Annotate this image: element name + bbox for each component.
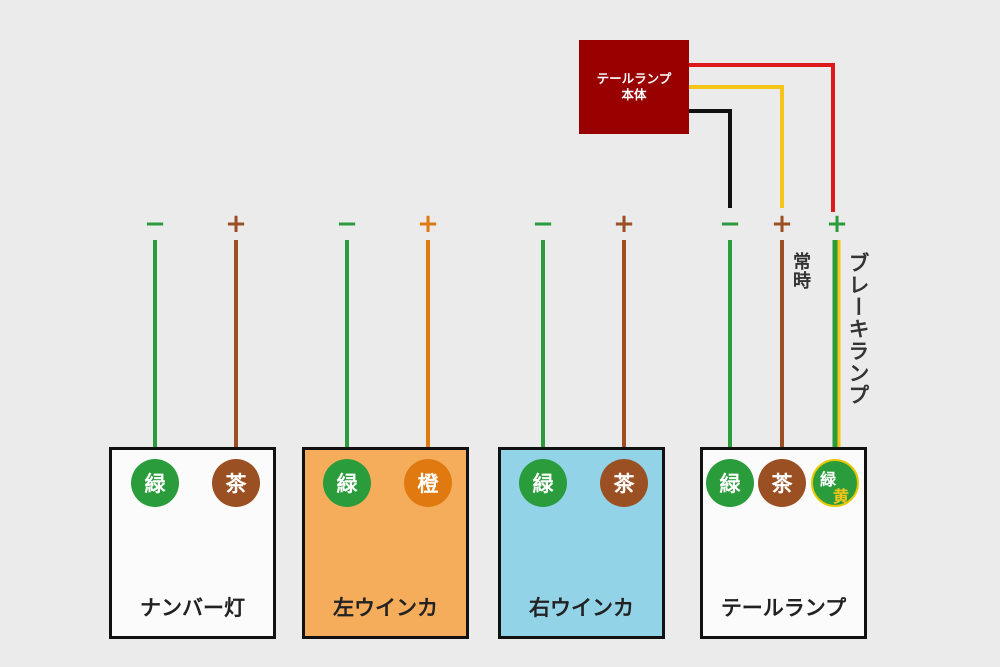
wire-body-yellow bbox=[689, 85, 784, 208]
plus-sign: + bbox=[613, 209, 635, 239]
terminal-dot: 緑 bbox=[519, 459, 567, 507]
minus-sign: − bbox=[719, 209, 741, 239]
minus-sign: − bbox=[532, 209, 554, 239]
terminal-dot: 緑 bbox=[706, 459, 754, 507]
terminal-text-green: 緑 bbox=[820, 470, 837, 489]
constant-label: 常時 bbox=[790, 252, 811, 290]
unit-label: ナンバー灯 bbox=[140, 596, 245, 620]
unit-label: 左ウインカ bbox=[333, 596, 438, 620]
terminal-dot: 橙 bbox=[404, 459, 452, 507]
minus-sign: − bbox=[144, 209, 166, 239]
unit-label: テールランプ bbox=[720, 596, 847, 620]
tail-lamp-body: テールランプ 本体 bbox=[579, 40, 689, 134]
plus-sign: + bbox=[771, 209, 793, 239]
unit-label: 右ウインカ bbox=[529, 596, 634, 620]
plus-sign: + bbox=[225, 209, 247, 239]
terminal-dot-brake: 緑 黄 bbox=[811, 459, 859, 507]
terminal-dot: 茶 bbox=[600, 459, 648, 507]
wire-body-black bbox=[689, 109, 732, 208]
terminal-dot: 緑 bbox=[323, 459, 371, 507]
terminal-dot: 茶 bbox=[758, 459, 806, 507]
wire-body-red bbox=[689, 63, 835, 212]
plus-sign: + bbox=[826, 209, 848, 239]
terminal-text-yellow: 黄 bbox=[833, 487, 850, 506]
plus-sign: + bbox=[417, 209, 439, 239]
tail-lamp-body-line1: テールランプ bbox=[596, 71, 672, 86]
terminal-dot: 茶 bbox=[212, 459, 260, 507]
minus-sign: − bbox=[336, 209, 358, 239]
tail-lamp-body-line2: 本体 bbox=[621, 87, 647, 102]
brake-lamp-label: ブレーキランプ bbox=[846, 252, 870, 406]
terminal-dot: 緑 bbox=[131, 459, 179, 507]
